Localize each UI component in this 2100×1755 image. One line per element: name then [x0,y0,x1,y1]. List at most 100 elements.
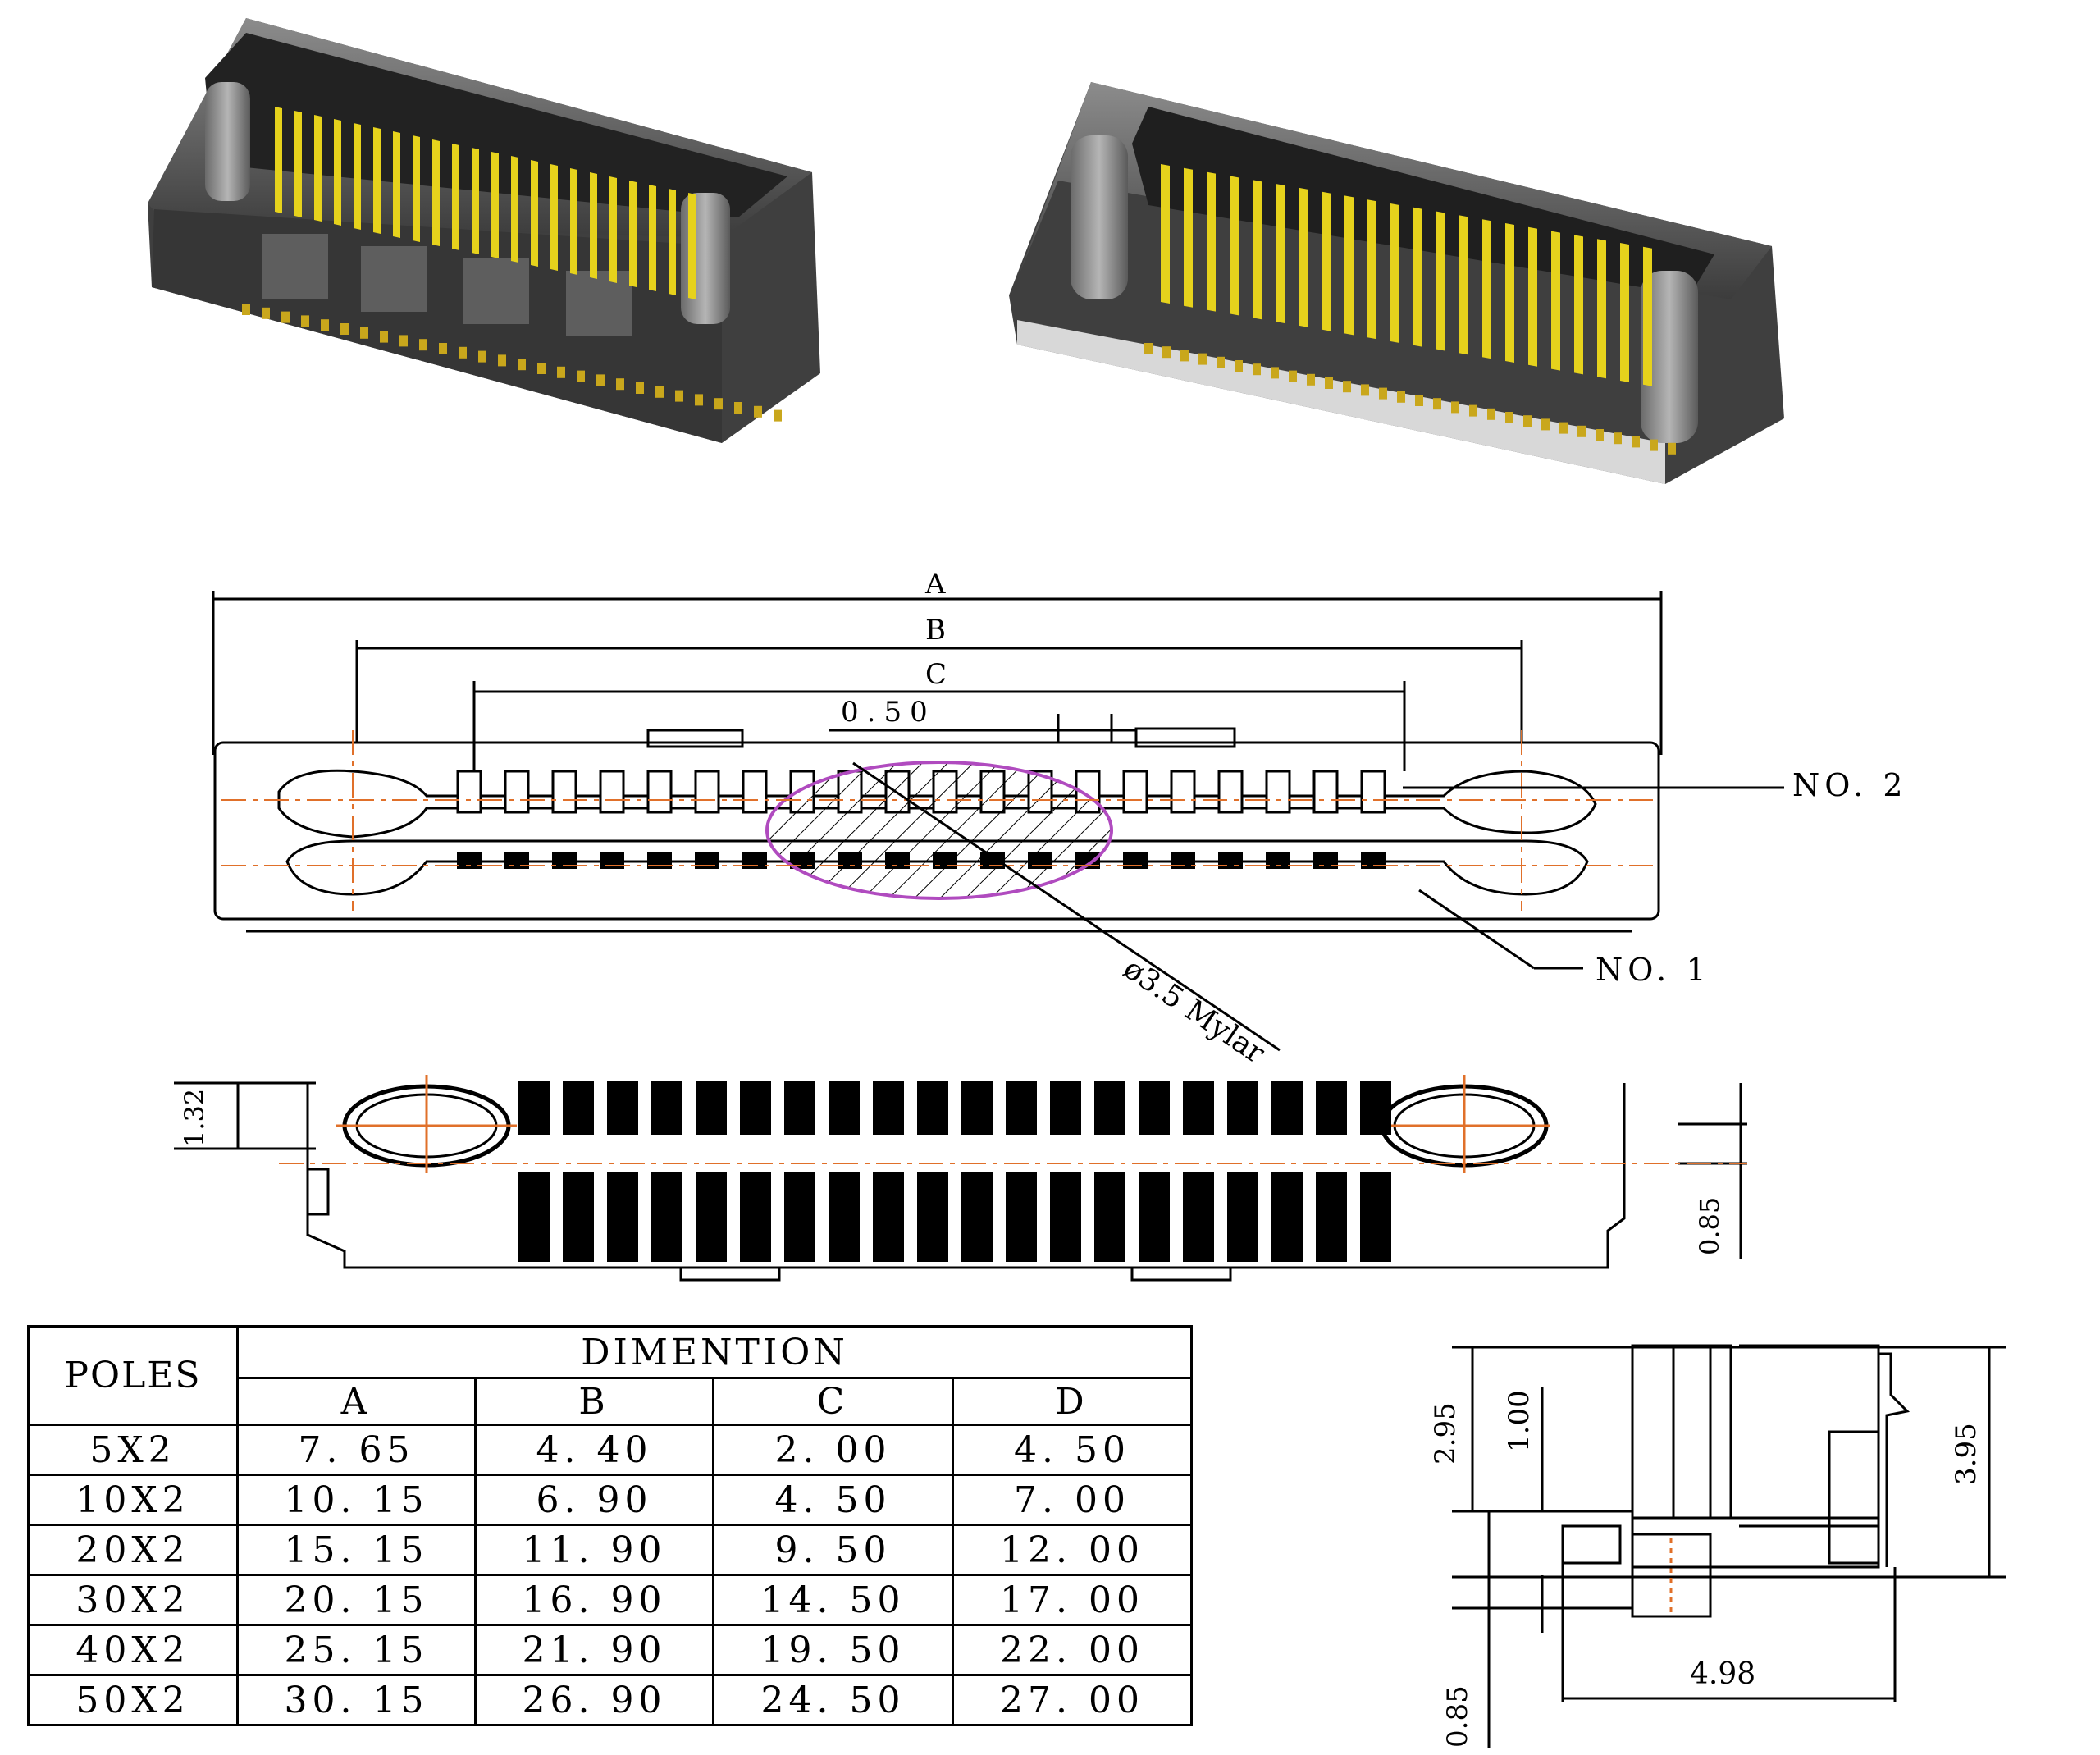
dim-c-cell: 14. 50 [712,1574,954,1626]
contact-pin [1344,195,1354,336]
solder-tail [1650,439,1658,451]
solder-tail [459,346,467,359]
dim-d-cell: 7. 00 [951,1474,1194,1526]
contact-pin [314,115,322,222]
contact-pin [452,144,459,250]
solder-tail [1505,412,1513,423]
solder-tail [1577,425,1586,437]
footprint-pad-bottom [740,1172,771,1262]
footprint-pad-top [518,1081,550,1135]
bottom-pin [1361,852,1386,869]
dim-b-cell: 11. 90 [474,1524,714,1576]
footprint-pad-top [873,1081,904,1135]
contact-pin [491,152,499,258]
solder-tail [1451,401,1459,414]
contact-pin [1367,199,1376,340]
footprint-pad-top [740,1081,771,1135]
solder-tail [695,394,703,406]
footprint-pad-top [1227,1081,1258,1135]
poles-cell: 30X2 [27,1574,239,1626]
bottom-pin [1171,852,1195,869]
contact-pin [550,164,558,271]
solder-tail [1469,404,1477,417]
footprint-pad-bottom [1006,1172,1037,1262]
footprint-pad-bottom [607,1172,638,1262]
footprint-pad-bottom [1271,1172,1303,1262]
contact-pin [1482,219,1491,359]
solder-tail [340,323,349,335]
solder-tail [1632,436,1640,448]
poles-cell: 5X2 [27,1424,239,1476]
footprint-pad-top [1050,1081,1081,1135]
dim-085-footprint-label: 0.85 [1694,1196,1725,1255]
footprint-drawing [174,1075,1747,1282]
solder-tail [478,350,486,363]
bottom-pin [552,852,577,869]
contact-pin [1161,164,1170,304]
contact-pin [334,119,341,226]
pin-no2-label: NO. 2 [1792,767,1908,803]
solder-tail [1379,387,1387,400]
col-header-c: C [712,1377,954,1426]
contact-pin [1551,231,1560,371]
contact-pin [1505,223,1514,363]
contact-pin [1299,187,1308,327]
contact-pin [590,172,597,279]
footprint-pad-top [1006,1081,1037,1135]
table-row: 10X2 10. 15 6. 90 4. 50 7. 00 [27,1474,1194,1526]
contact-pin [1597,239,1606,379]
footprint-pad-bottom [1183,1172,1214,1262]
solder-tail [1307,373,1315,386]
top-pin [599,770,625,814]
poles-cell: 10X2 [27,1474,239,1526]
footprint-pad-top [1139,1081,1170,1135]
contact-pin [629,181,637,287]
col-header-a: A [236,1377,477,1426]
top-view-drawing [212,591,1784,1052]
bottom-pin [1123,852,1148,869]
footprint-pad-top [1094,1081,1125,1135]
solder-tail [616,378,624,391]
col-header-d: D [951,1377,1194,1426]
solder-tail [557,366,565,378]
solder-tail [281,311,290,323]
footprint-pad-top [607,1081,638,1135]
contact-pin [413,135,420,242]
dim-c-cell: 4. 50 [712,1474,954,1526]
contact-pin [609,176,617,283]
dim-a-label: A [925,568,946,601]
dim-a-cell: 15. 15 [236,1524,477,1576]
top-pin [1312,770,1339,814]
solder-tail [734,402,742,414]
footprint-pad-bottom [696,1172,727,1262]
solder-tail [380,331,388,343]
solder-tail [636,382,644,394]
solder-tail [774,409,782,422]
footprint-pad-top [1360,1081,1391,1135]
contact-pin [354,123,361,230]
dim-d-cell: 27. 00 [951,1674,1194,1726]
contact-pin [669,189,676,295]
dim-c-cell: 9. 50 [712,1524,954,1576]
dim-085-side-label: 0.85 [1441,1685,1474,1748]
footprint-pad-top [917,1081,948,1135]
dim-b-cell: 21. 90 [474,1624,714,1676]
solder-tail [1198,353,1207,365]
dim-132-label: 1.32 [179,1088,210,1147]
footprint-pad-bottom [873,1172,904,1262]
footprint-pad-bottom [917,1172,948,1262]
dim-d-cell: 12. 00 [951,1524,1194,1576]
top-pin [1217,770,1244,814]
footprint-pad-bottom [651,1172,682,1262]
footprint-pad-top [1183,1081,1214,1135]
solder-tail [1162,346,1171,359]
solder-tail [1235,360,1243,372]
dim-a-cell: 25. 15 [236,1624,477,1676]
solder-tail [1487,408,1495,420]
solder-tail [596,374,605,386]
footprint-pad-bottom [1227,1172,1258,1262]
dim-b-cell: 26. 90 [474,1674,714,1726]
table-row: 30X2 20. 15 16. 90 14. 50 17. 00 [27,1574,1194,1626]
solder-tail [1217,356,1225,368]
